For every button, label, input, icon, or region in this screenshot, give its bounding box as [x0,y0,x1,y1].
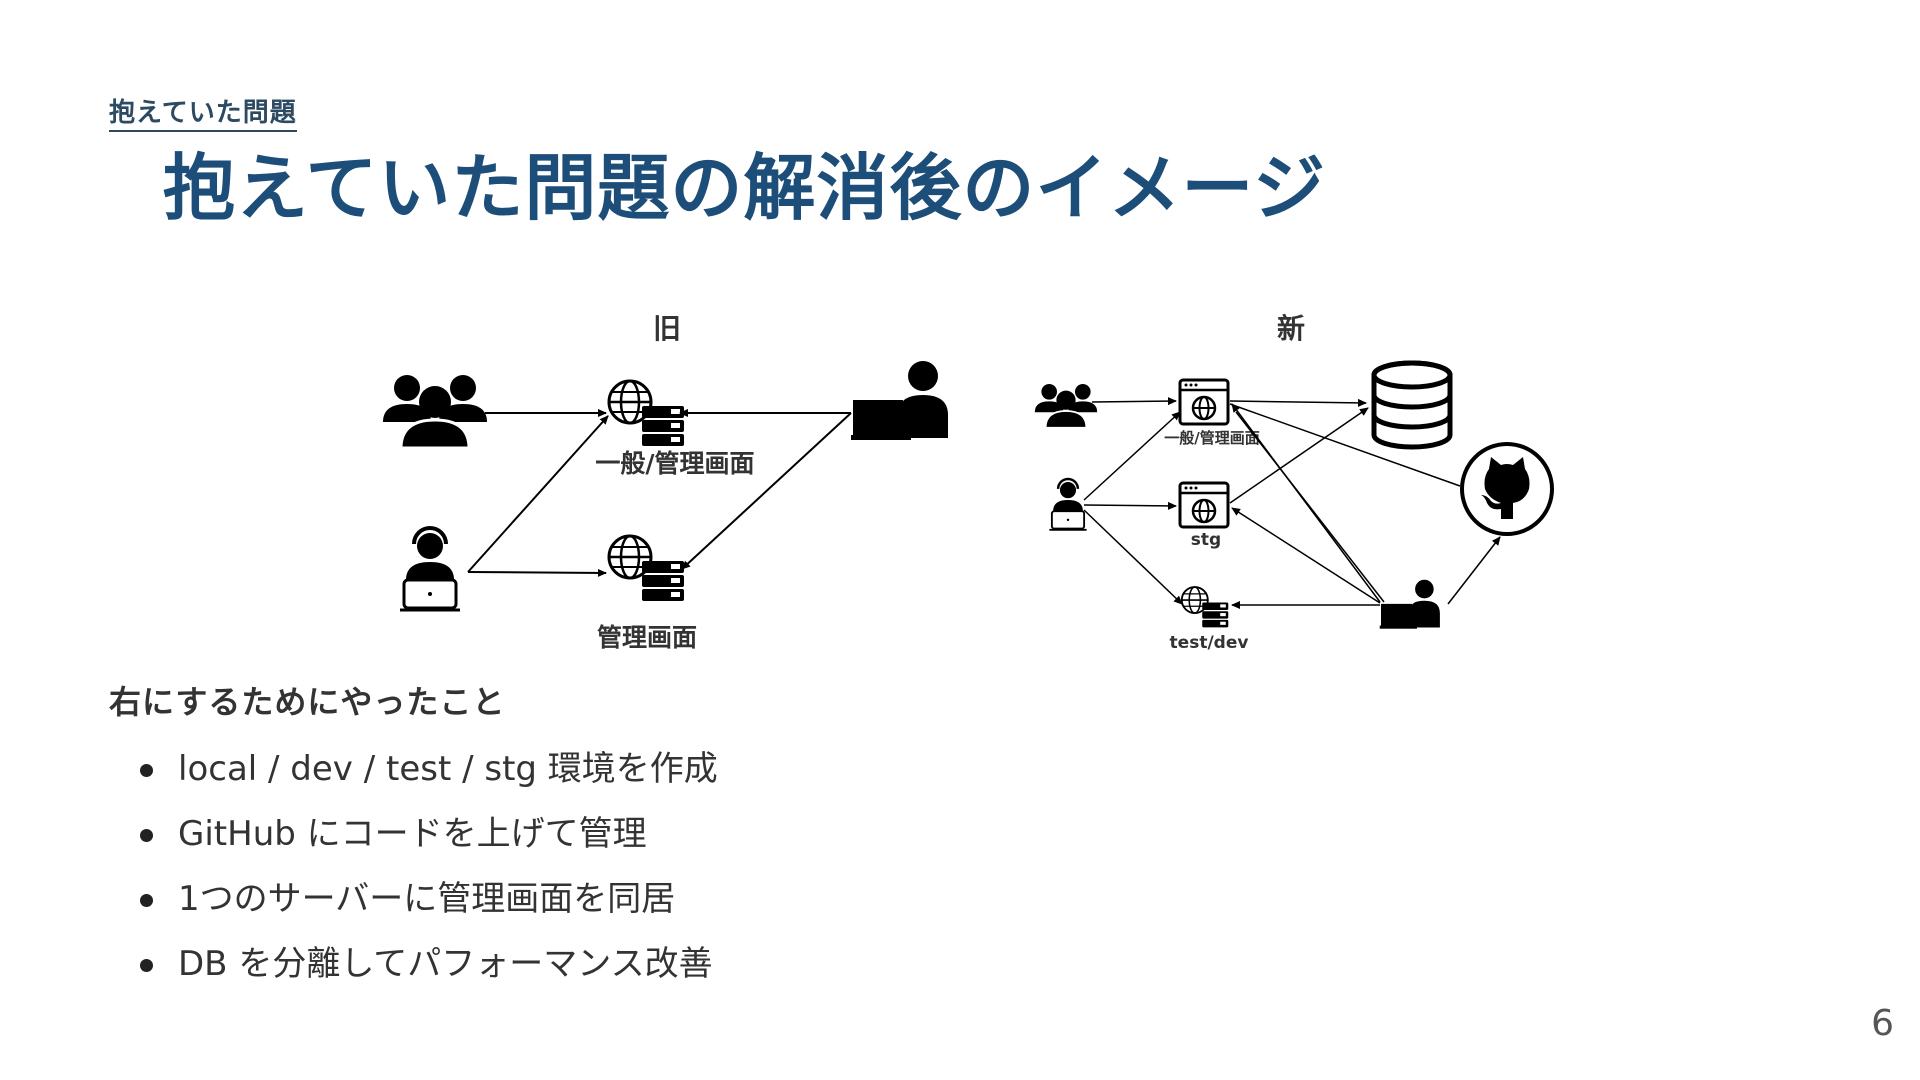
list-item: local / dev / test / stg 環境を作成 [140,745,718,810]
arrow-developer-to-general-new-2 [1235,411,1385,603]
web-server-icon [607,534,684,601]
server-stg-new [1178,481,1230,529]
arrow-operator-to-general-new [1083,411,1181,501]
subheading: 右にするためにやったこと [109,683,506,721]
arrow-operator-to-admin [467,568,607,577]
web-server-icon [607,379,684,446]
browser-globe-icon [1178,481,1230,529]
bullet-list: local / dev / test / stg 環境を作成 GitHub にコ… [140,745,718,1005]
arrow-general-to-db [1229,398,1367,407]
server-general-new [1178,378,1230,426]
old-connectors [467,409,852,577]
support-operator-icon [1049,477,1087,531]
arrow-operator-to-testdev [1083,509,1183,605]
server-admin-old-label: 管理画面 [597,623,697,652]
browser-globe-icon [1178,378,1230,426]
list-item: GitHub にコードを上げて管理 [140,810,718,875]
new-heading: 新 [1277,312,1305,345]
github-icon [1460,442,1554,536]
arrow-developer-to-github [1447,536,1501,605]
server-general-new-label: 一般/管理画面 [1164,429,1259,447]
arrow-developer-to-stg [1231,507,1381,604]
arrow-general-to-github [1229,403,1461,487]
page-number: 6 [1871,1003,1894,1044]
old-heading: 旧 [653,312,681,345]
developer-icon [851,361,948,440]
list-item: 1つのサーバーに管理画面を同居 [140,875,718,940]
users-icon [383,375,487,450]
server-general-old-label: 一般/管理画面 [595,449,754,478]
server-stg-new-label: stg [1191,530,1221,550]
server-testdev-new-label: test/dev [1170,633,1249,653]
database-icon [1371,360,1453,450]
server-general-old [607,379,684,446]
architecture-diagram: 旧 一般/管 [383,312,1554,653]
support-operator-icon [400,526,460,612]
server-admin-old [607,534,684,601]
users-icon [1034,384,1098,429]
arrow-operator-to-stg [1083,501,1177,510]
arrow-operator-to-general [467,415,609,573]
arrow-developer-to-admin [681,412,852,570]
page-title: 抱えていた問題の解消後のイメージ [163,146,1326,230]
section-label: 抱えていた問題 [109,92,297,132]
new-connectors [1083,397,1501,609]
web-server-icon [1180,586,1229,628]
arrow-stg-to-db [1229,407,1369,504]
developer-icon [1379,579,1440,629]
arrow-users-to-general-new [1091,397,1177,406]
server-testdev-new [1180,586,1229,628]
list-item: DB を分離してパフォーマンス改善 [140,940,718,1005]
